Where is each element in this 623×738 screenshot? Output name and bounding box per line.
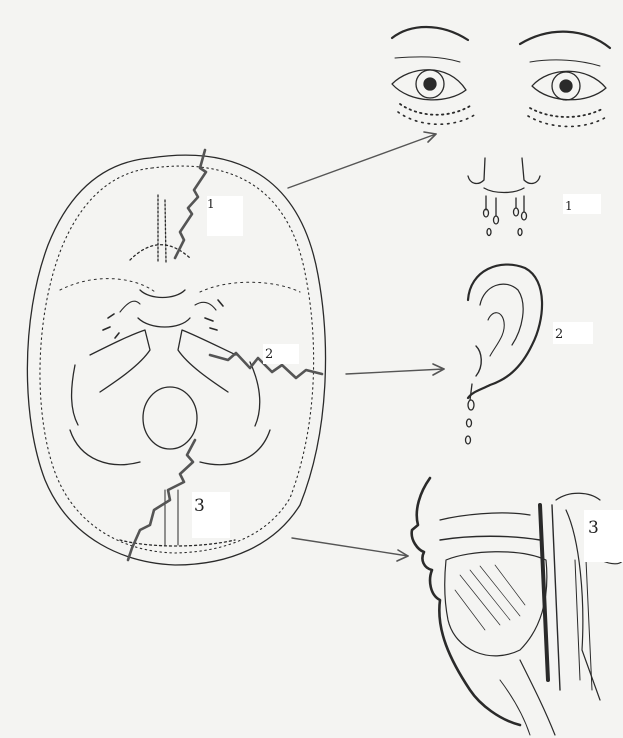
label-ear-2: 2 [553, 322, 593, 344]
fracture-anterior [175, 150, 206, 258]
arrow-3 [292, 538, 408, 556]
label-fracture-1: 1 [207, 196, 243, 236]
arrow-2 [346, 369, 444, 374]
nose [468, 158, 540, 236]
label-nose-1: 1 [563, 194, 601, 214]
ear [466, 265, 543, 444]
foramen-magnum [143, 387, 197, 449]
label-pharynx-3: 3 [584, 510, 623, 562]
arrow-1 [288, 134, 436, 188]
fracture-posterior [128, 440, 195, 560]
label-fracture-2: 2 [263, 344, 299, 364]
eyes [392, 27, 610, 127]
label-fracture-3: 3 [192, 492, 230, 538]
